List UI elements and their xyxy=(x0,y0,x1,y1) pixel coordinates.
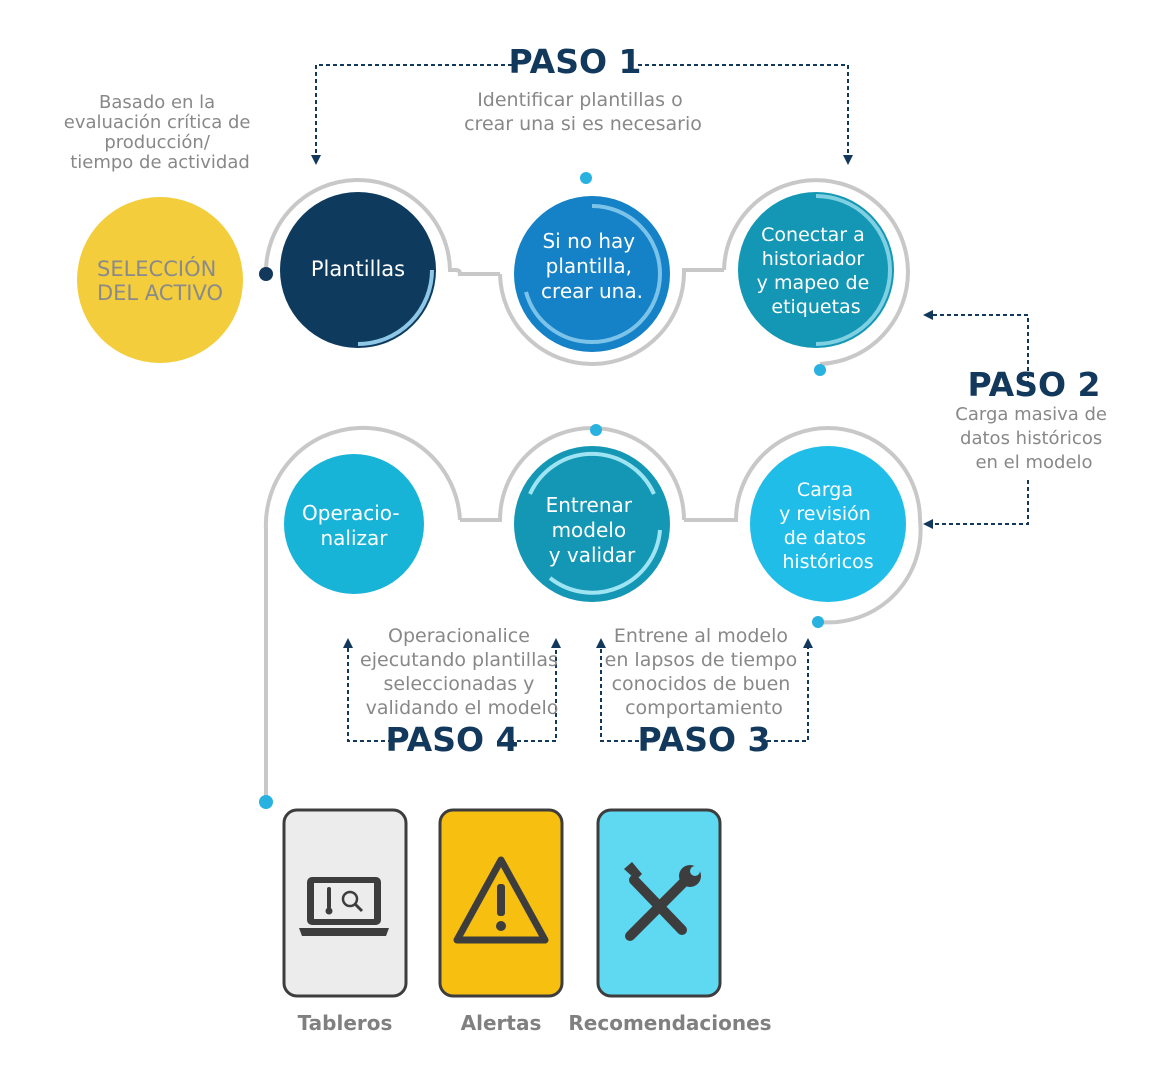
circle-label-line: y validar xyxy=(549,543,636,567)
paso1-desc: Identificar plantillas o crear una si es… xyxy=(464,89,702,135)
paso3-desc-line: conocidos de buen xyxy=(612,673,791,695)
circle-crear-plantilla: Si no hay plantilla, crear una. xyxy=(514,196,670,352)
paso4-desc-line: seleccionadas y xyxy=(384,673,535,695)
output-label: Recomendaciones xyxy=(568,1011,771,1035)
paso3-title: PASO 3 xyxy=(638,720,771,759)
circle-label-line: Entrenar xyxy=(546,493,633,517)
seleccion-note-line: Basado en la xyxy=(99,92,215,113)
circle-label-line: Conectar a xyxy=(761,224,865,246)
paso1-title: PASO 1 xyxy=(509,42,642,81)
seleccion-label: SELECCIÓN DEL ACTIVO xyxy=(97,256,223,305)
paso2-desc-line: Carga masiva de xyxy=(955,404,1107,425)
laptop-monitor-icon xyxy=(299,877,389,936)
output-tableros: Tableros xyxy=(282,808,408,1035)
seleccion-label-line: DEL ACTIVO xyxy=(97,281,223,305)
circle-label: Plantillas xyxy=(311,257,405,281)
circle-plantillas: Plantillas xyxy=(280,192,436,348)
circle-operacionalizar: Operacio- nalizar xyxy=(284,454,424,594)
seleccion-note: Basado en la evaluación crítica de produ… xyxy=(64,92,256,173)
circle-label-line: historiador xyxy=(762,248,865,270)
output-recomendaciones: Recomendaciones xyxy=(568,808,772,1035)
connector-track xyxy=(263,177,923,800)
circle-label-line: Carga xyxy=(797,479,853,501)
paso2-desc-line: datos históricos xyxy=(960,428,1102,449)
circle-label-line: crear una. xyxy=(541,279,643,303)
circle-entrenar-modelo: Entrenar modelo y validar xyxy=(514,446,670,602)
dashed-arrows xyxy=(311,64,1029,742)
circle-label: Operacio- nalizar xyxy=(302,501,406,550)
circle-label: Si no hay plantilla, crear una. xyxy=(541,229,643,303)
connector-dot xyxy=(814,364,826,376)
connector-dot xyxy=(812,616,824,628)
paso4-desc: Operacionalice ejecutando plantillas sel… xyxy=(360,625,564,719)
output-label: Tableros xyxy=(298,1011,393,1035)
circle-label-line: etiquetas xyxy=(771,296,860,318)
circle-label-line: de datos xyxy=(784,527,866,549)
paso3-desc: Entrene al modelo en lapsos de tiempo co… xyxy=(605,625,804,719)
warning-icon xyxy=(453,856,549,944)
connector-dot xyxy=(259,267,273,281)
paso1-desc-line: Identificar plantillas o xyxy=(477,89,683,111)
circle-label-line: plantilla, xyxy=(546,254,632,278)
output-label: Alertas xyxy=(461,1011,542,1035)
paso2-title: PASO 2 xyxy=(968,365,1101,404)
circle-label-line: y mapeo de xyxy=(757,272,870,294)
circle-label: Entrenar modelo y validar xyxy=(546,493,639,567)
paso2-desc: Carga masiva de datos históricos en el m… xyxy=(955,404,1112,473)
circle-label-line: nalizar xyxy=(320,526,388,550)
tools-icon xyxy=(624,862,701,941)
paso3-desc-line: en lapsos de tiempo xyxy=(605,649,798,671)
paso4-title: PASO 4 xyxy=(386,720,519,759)
connector-dot xyxy=(259,795,273,809)
circle-carga-datos: Carga y revisión de datos históricos xyxy=(750,446,906,602)
circle-label-line: modelo xyxy=(552,518,627,542)
circle-label-line: Operacio- xyxy=(302,501,400,525)
circle-conectar-historiador: Conectar a historiador y mapeo de etique… xyxy=(738,192,894,348)
circle-label-line: Plantillas xyxy=(311,257,405,281)
circle-label: Conectar a historiador y mapeo de etique… xyxy=(757,224,876,318)
connector-dot xyxy=(580,172,592,184)
paso2-desc-line: en el modelo xyxy=(975,452,1092,473)
seleccion-note-line: evaluación crítica de xyxy=(64,112,251,133)
paso3-desc-line: comportamiento xyxy=(625,697,783,719)
seleccion-del-activo: SELECCIÓN DEL ACTIVO xyxy=(77,197,243,363)
circle-label-line: Si no hay xyxy=(542,229,635,253)
seleccion-label-line: SELECCIÓN xyxy=(97,256,216,281)
circle-label-line: y revisión xyxy=(779,503,871,525)
paso4-desc-line: Operacionalice xyxy=(388,625,530,647)
circle-label: Carga y revisión de datos históricos xyxy=(779,479,877,573)
paso3-desc-line: Entrene al modelo xyxy=(614,625,788,647)
paso1-desc-line: crear una si es necesario xyxy=(464,113,702,135)
paso4-desc-line: ejecutando plantillas xyxy=(360,649,558,671)
seleccion-note-line: tiempo de actividad xyxy=(70,152,250,173)
paso4-desc-line: validando el modelo xyxy=(366,697,559,719)
seleccion-note-line: producción/ xyxy=(104,132,210,153)
connector-dot xyxy=(590,424,602,436)
circle-label-line: históricos xyxy=(782,551,873,573)
output-alertas: Alertas xyxy=(438,808,564,1035)
